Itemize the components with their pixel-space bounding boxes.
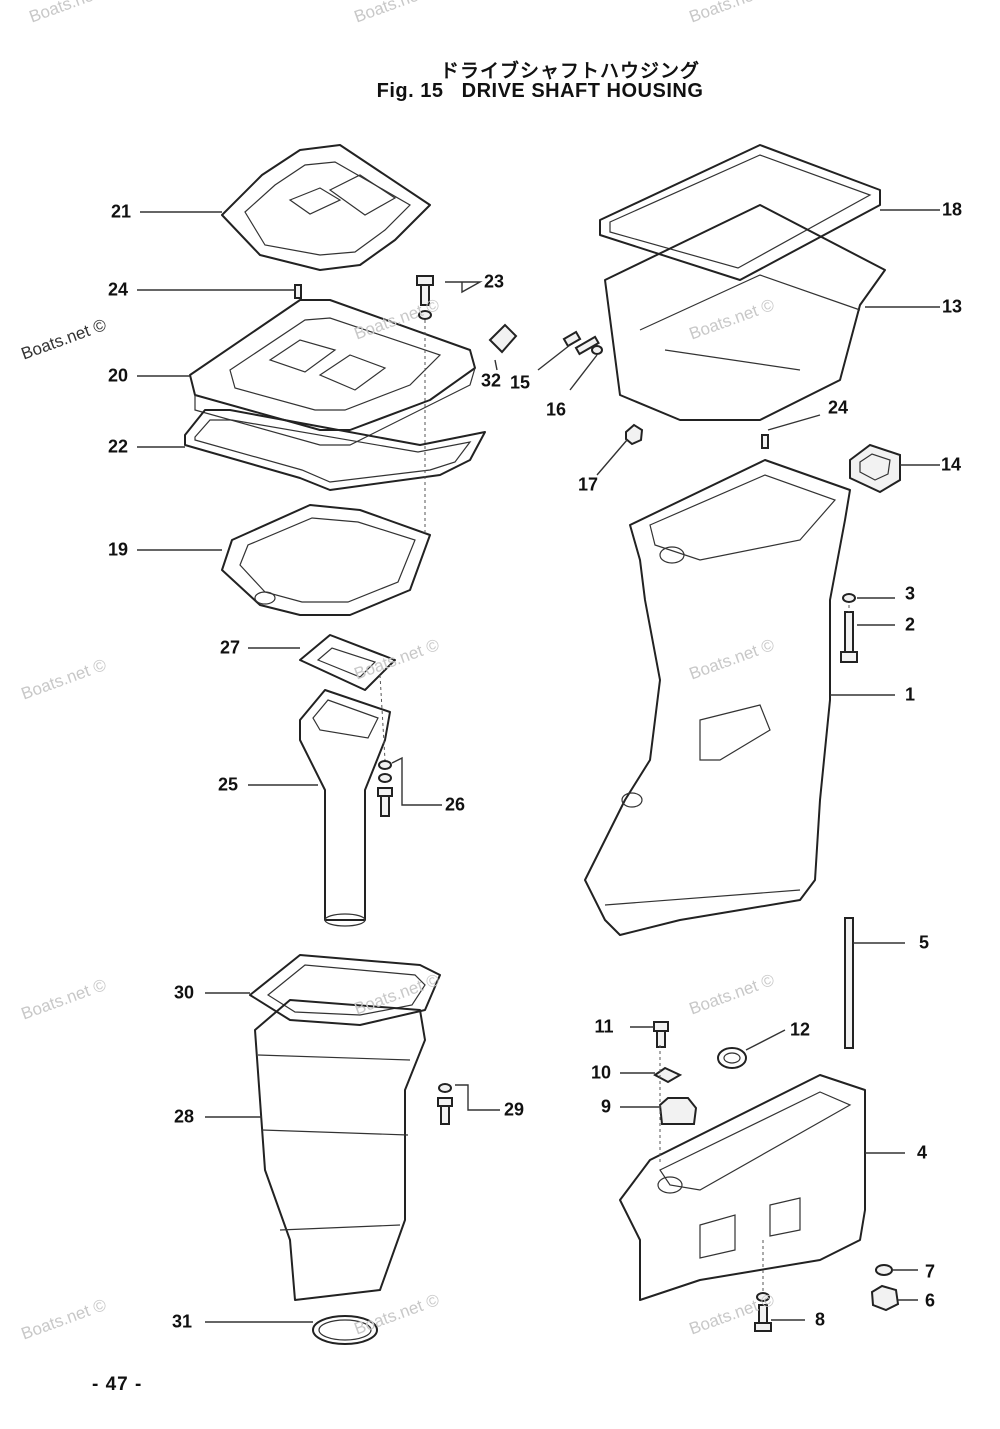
- callout-28: 28: [173, 1106, 195, 1127]
- callout-8: 8: [814, 1309, 826, 1330]
- part-25-exhaust-pipe: [299, 689, 391, 927]
- callout-27: 27: [219, 637, 241, 658]
- callout-21: 21: [110, 201, 132, 222]
- part-32-plug: [488, 323, 518, 354]
- part-16-washer: [591, 345, 603, 355]
- callout-22: 22: [107, 436, 129, 457]
- part-2-bolt: [840, 611, 858, 663]
- part-15-bolt: [562, 330, 600, 356]
- figure-number: Fig. 15: [376, 80, 444, 102]
- part-19-gasket: [221, 504, 431, 616]
- part-11-screw: [653, 1021, 669, 1048]
- part-8-bolt: [754, 1292, 772, 1332]
- part-20-adapter: [189, 299, 476, 446]
- part-7-washer: [875, 1264, 893, 1276]
- part-31-seal-ring: [312, 1315, 378, 1345]
- callout-12: 12: [789, 1019, 811, 1040]
- callout-3: 3: [904, 583, 916, 604]
- part-13-apron: [604, 204, 886, 421]
- part-30-gasket: [249, 954, 441, 1026]
- part-4-lower-housing: [619, 1074, 866, 1301]
- part-3-washer: [842, 593, 856, 603]
- callout-20: 20: [107, 365, 129, 386]
- callout-17: 17: [577, 474, 599, 495]
- part-10-clip: [653, 1066, 683, 1084]
- callout-26: 26: [444, 794, 466, 815]
- part-29-bolt-washer: [437, 1083, 453, 1125]
- part-18-rubber-seal: [599, 144, 881, 281]
- callout-9: 9: [600, 1096, 612, 1117]
- callout-32: 32: [480, 370, 502, 391]
- callout-24-lower: 24: [827, 397, 849, 418]
- alignment-dashes: [379, 320, 850, 1292]
- callout-16: 16: [545, 399, 567, 420]
- callout-18: 18: [941, 199, 963, 220]
- callout-31: 31: [171, 1311, 193, 1332]
- figure-name: DRIVE SHAFT HOUSING: [461, 80, 704, 102]
- part-12-grommet: [717, 1047, 747, 1069]
- callout-2: 2: [904, 614, 916, 635]
- callout-13: 13: [941, 296, 963, 317]
- callout-4: 4: [916, 1142, 928, 1163]
- part-6-nut: [870, 1284, 900, 1312]
- callout-1: 1: [904, 684, 916, 705]
- part-14-rubber-mount: [849, 443, 901, 494]
- title-japanese: ドライブシャフトハウジング: [439, 60, 700, 82]
- callout-7: 7: [924, 1261, 936, 1282]
- part-28-exhaust-muffler: [254, 999, 426, 1301]
- leader-lines: [137, 209, 940, 1323]
- callout-29: 29: [503, 1099, 525, 1120]
- part-24-pin: [294, 284, 302, 299]
- part-1-drive-shaft-housing: [584, 459, 851, 936]
- part-22-gasket: [184, 409, 486, 491]
- callout-15: 15: [509, 372, 531, 393]
- callout-11: 11: [594, 1016, 614, 1037]
- part-9-damper: [658, 1097, 698, 1125]
- part-27-gasket: [299, 634, 396, 691]
- callout-14: 14: [940, 454, 962, 475]
- callout-25: 25: [217, 774, 239, 795]
- part-5-stud: [844, 917, 854, 1049]
- part-17-nut: [625, 423, 644, 446]
- callout-19: 19: [107, 539, 129, 560]
- callout-5: 5: [918, 932, 930, 953]
- figure-title: Fig. 15 DRIVE SHAFT HOUSING: [330, 80, 750, 103]
- callout-30: 30: [173, 982, 195, 1003]
- page-number: - 47 -: [92, 1374, 143, 1395]
- callout-24-upper: 24: [107, 279, 129, 300]
- part-24-pin-b: [761, 434, 769, 449]
- callout-10: 10: [590, 1062, 612, 1083]
- part-26-bolt-washer: [377, 760, 393, 817]
- callout-6: 6: [924, 1290, 936, 1311]
- part-23-bolt: [416, 275, 434, 320]
- callout-23: 23: [483, 271, 505, 292]
- part-21-gasket: [221, 144, 431, 271]
